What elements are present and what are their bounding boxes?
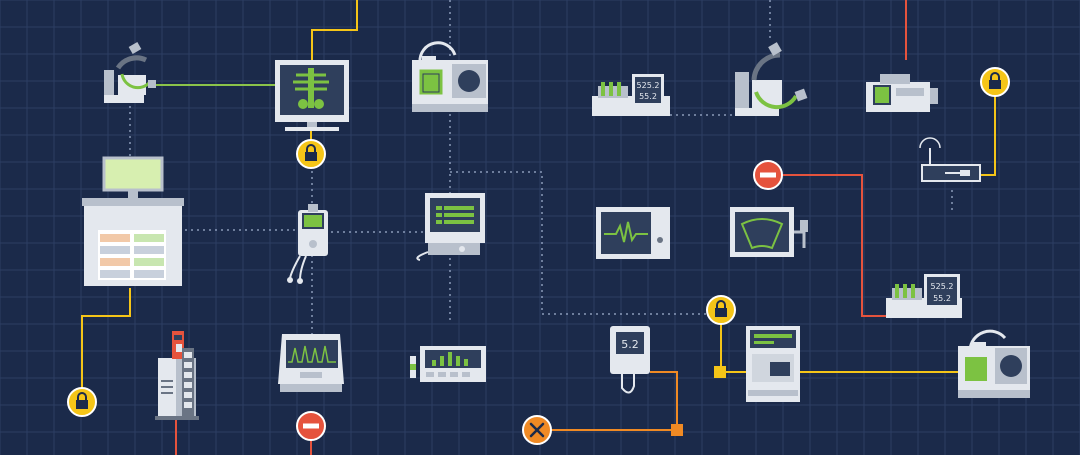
padlock-icon [715,300,727,317]
yellow-link [81,288,131,400]
glucometer-value: 5.2 [621,338,639,351]
lock-badge[interactable] [67,387,97,417]
workstation-cabinet[interactable] [82,156,184,286]
dotted-link [450,171,722,315]
lock-badge[interactable] [980,67,1010,97]
padlock-icon [76,392,88,409]
repair-badge[interactable] [522,415,552,445]
wrench-screwdriver-icon [529,422,545,438]
c-arm-xray-device-right[interactable] [735,42,808,116]
lock-badge[interactable] [706,295,736,325]
blocked-badge[interactable] [753,160,783,190]
imaging-machine[interactable] [412,41,488,112]
central-data-monitor[interactable] [416,193,485,261]
bedside-waveform-monitor[interactable] [278,334,344,392]
analyzer-right-value1: 525.2 [931,282,954,291]
lock-badge[interactable] [296,139,326,169]
no-entry-icon [303,423,319,429]
bar-display-device[interactable] [410,346,486,382]
junction-node [671,424,683,436]
padlock-icon [305,144,317,161]
portable-recorder[interactable] [287,204,328,284]
ultrasound-monitor[interactable] [730,207,808,257]
padlock-icon [989,72,1001,89]
xray-monitor[interactable] [275,60,349,131]
server-tower[interactable] [155,331,199,420]
glucometer[interactable]: 5.2 [610,326,650,394]
junction-node [714,366,726,378]
projector-device[interactable] [866,74,938,112]
c-arm-xray-device[interactable] [104,42,156,103]
imaging-machine-right[interactable] [958,329,1030,398]
lab-analyzer-right[interactable]: 525.2 55.2 [886,274,962,318]
no-entry-icon [760,172,776,178]
wireless-router[interactable] [919,137,981,182]
ecg-monitor[interactable] [596,207,670,259]
blocked-badge[interactable] [296,411,326,441]
analyzer-right-value2: 55.2 [933,294,951,303]
analyzer-top-value1: 525.2 [637,81,660,90]
orange-link [650,371,678,430]
ventilator-machine[interactable] [746,326,800,402]
lab-analyzer-top[interactable]: 525.2 55.2 [592,74,670,116]
yellow-link [975,82,996,176]
analyzer-top-value2: 55.2 [639,92,657,101]
yellow-link [311,0,358,60]
connections [81,0,996,455]
red-link [780,174,890,317]
